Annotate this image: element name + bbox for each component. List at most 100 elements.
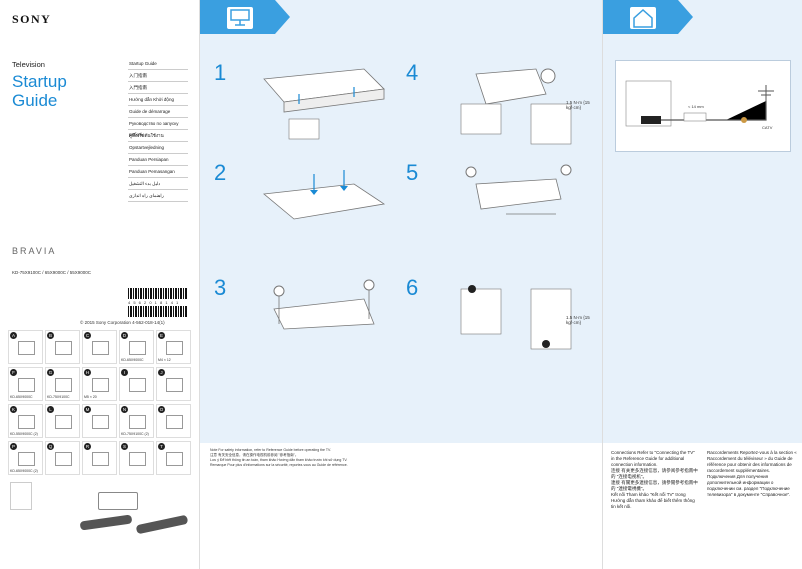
part-letter: O bbox=[158, 406, 165, 413]
stand-icon bbox=[227, 7, 253, 29]
step-1-illustration bbox=[263, 68, 385, 140]
part-shape bbox=[55, 378, 72, 392]
part-letter: J bbox=[158, 369, 165, 376]
language-item: Руководство по запуску работы bbox=[128, 118, 188, 137]
sony-logo: SONY bbox=[12, 12, 52, 26]
part-letter: D bbox=[121, 332, 128, 339]
part-k: K KD-55X9000C (2) bbox=[8, 404, 43, 438]
part-m: M bbox=[82, 404, 117, 438]
safety-notes-left: Note For safety information, refer to Re… bbox=[210, 448, 390, 468]
step-2-illustration bbox=[263, 170, 386, 220]
part-letter: K bbox=[10, 406, 17, 413]
part-b: B bbox=[45, 330, 80, 364]
part-letter: G bbox=[47, 369, 54, 376]
step-number-2: 2 bbox=[214, 160, 227, 185]
part-caption: KD-65X9000C (2) bbox=[10, 469, 38, 473]
connections-text-right: Raccordements Reportez-vous à la section… bbox=[707, 450, 797, 498]
conn-ru: Подключения Для получения дополнительной… bbox=[707, 474, 791, 497]
note-en: Note For safety information, refer to Re… bbox=[210, 448, 332, 452]
model-numbers: KD-75X9100C / 65X9000C / 55X9000C bbox=[12, 270, 92, 275]
cover-panel: SONY Television Startup Guide Startup Gu… bbox=[0, 0, 200, 569]
part-letter: E bbox=[158, 332, 165, 339]
part-c: C bbox=[82, 330, 117, 364]
note-zh: 注意 有关安全信息，请在操作电视机前参阅 "参考指南"。 bbox=[210, 453, 299, 457]
step-3-illustration bbox=[273, 279, 375, 330]
part-shape bbox=[18, 415, 35, 429]
part-shape bbox=[92, 378, 109, 392]
remote-control-2 bbox=[135, 514, 189, 535]
barcode-2 bbox=[128, 306, 188, 317]
part-r: R bbox=[82, 441, 117, 475]
part-shape bbox=[166, 452, 183, 466]
part-letter: B bbox=[47, 332, 54, 339]
copyright: © 2015 Sony Corporation 4-562-018-14(1) bbox=[80, 320, 165, 325]
part-shape bbox=[55, 341, 72, 355]
step-number-5: 5 bbox=[406, 160, 419, 185]
language-item: Startup Guide bbox=[128, 58, 188, 70]
note-fr: Remarque Pour plus d'informations sur la… bbox=[210, 463, 348, 467]
part-shape bbox=[92, 415, 109, 429]
guide-title-line2: Guide bbox=[12, 91, 58, 110]
part-p: P KD-65X9000C (2) bbox=[8, 441, 43, 475]
connections-panel: < 14 mm CATV Connections Refer to "Conne… bbox=[602, 0, 802, 569]
part-q: Q bbox=[45, 441, 80, 475]
part-t: T bbox=[156, 441, 191, 475]
part-j: J bbox=[156, 367, 191, 401]
part-letter: H bbox=[84, 369, 91, 376]
part-shape bbox=[55, 415, 72, 429]
step-number-3: 3 bbox=[214, 275, 227, 300]
catv-label: CATV bbox=[762, 125, 773, 130]
part-letter: L bbox=[47, 406, 54, 413]
part-caption: KD-75X9100C bbox=[47, 395, 70, 399]
part-caption: KD-65X9000C bbox=[121, 358, 144, 362]
language-item: راهنمای راه اندازی bbox=[128, 190, 188, 202]
connections-text-left: Connections Refer to "Connecting the TV"… bbox=[611, 450, 699, 510]
note-vi: Lưu ý Để biết thông tin an toàn, tham kh… bbox=[210, 458, 348, 462]
part-letter: T bbox=[158, 443, 165, 450]
part-letter: A bbox=[10, 332, 17, 339]
conn-zh-tw: 連接 有關更多連接信息，請參閱參考指南中的 "連接電視機"。 bbox=[611, 480, 698, 491]
part-caption: M4 × 12 bbox=[158, 358, 171, 362]
part-shape bbox=[18, 452, 35, 466]
part-f: F KD-65X9000C bbox=[8, 367, 43, 401]
language-item: Panduan Persiapan bbox=[128, 154, 188, 166]
part-shape bbox=[92, 341, 109, 355]
part-shape bbox=[166, 341, 183, 355]
part-shape bbox=[55, 452, 72, 466]
part-e: E M4 × 12 bbox=[156, 330, 191, 364]
part-caption: KD-55X9000C (2) bbox=[10, 432, 38, 436]
language-item: 入門指南 bbox=[128, 82, 188, 94]
part-letter: N bbox=[121, 406, 128, 413]
part-shape bbox=[129, 415, 146, 429]
product-type: Television bbox=[12, 60, 45, 69]
header-arrow bbox=[200, 0, 290, 34]
language-item: Opstartvejledning bbox=[128, 142, 188, 154]
part-caption: KD-65X9000C bbox=[10, 395, 33, 399]
part-a: A bbox=[8, 330, 43, 364]
remote-control-1 bbox=[79, 514, 133, 531]
barcode-number-1: 4 5 6 2 0 1 8 1 4 1 bbox=[128, 300, 180, 305]
part-shape bbox=[92, 452, 109, 466]
language-item: 入门指南 bbox=[128, 70, 188, 82]
assembly-panel: 1 2 3 4 1 bbox=[200, 0, 602, 569]
step-number-4: 4 bbox=[406, 60, 419, 85]
step-6-torque: 1.5 N·m {15 kgf·cm} bbox=[566, 315, 590, 325]
language-item: Panduan Pemasangan bbox=[128, 166, 188, 178]
house-antenna-icon bbox=[630, 7, 656, 29]
part-letter: P bbox=[10, 443, 17, 450]
part-i: I bbox=[119, 367, 154, 401]
step-4-torque: 1.5 N·m {15 kgf·cm} bbox=[566, 100, 590, 110]
part-o: O bbox=[156, 404, 191, 438]
conn-en: Connections Refer to "Connecting the TV"… bbox=[611, 450, 695, 467]
part-letter: F bbox=[10, 369, 17, 376]
part-l: L bbox=[45, 404, 80, 438]
part-shape bbox=[129, 341, 146, 355]
barcode-1 bbox=[128, 288, 188, 299]
step-number-1: 1 bbox=[214, 60, 227, 85]
part-letter: R bbox=[84, 443, 91, 450]
part-letter: M bbox=[84, 406, 91, 413]
step-4-illustration bbox=[460, 68, 572, 145]
